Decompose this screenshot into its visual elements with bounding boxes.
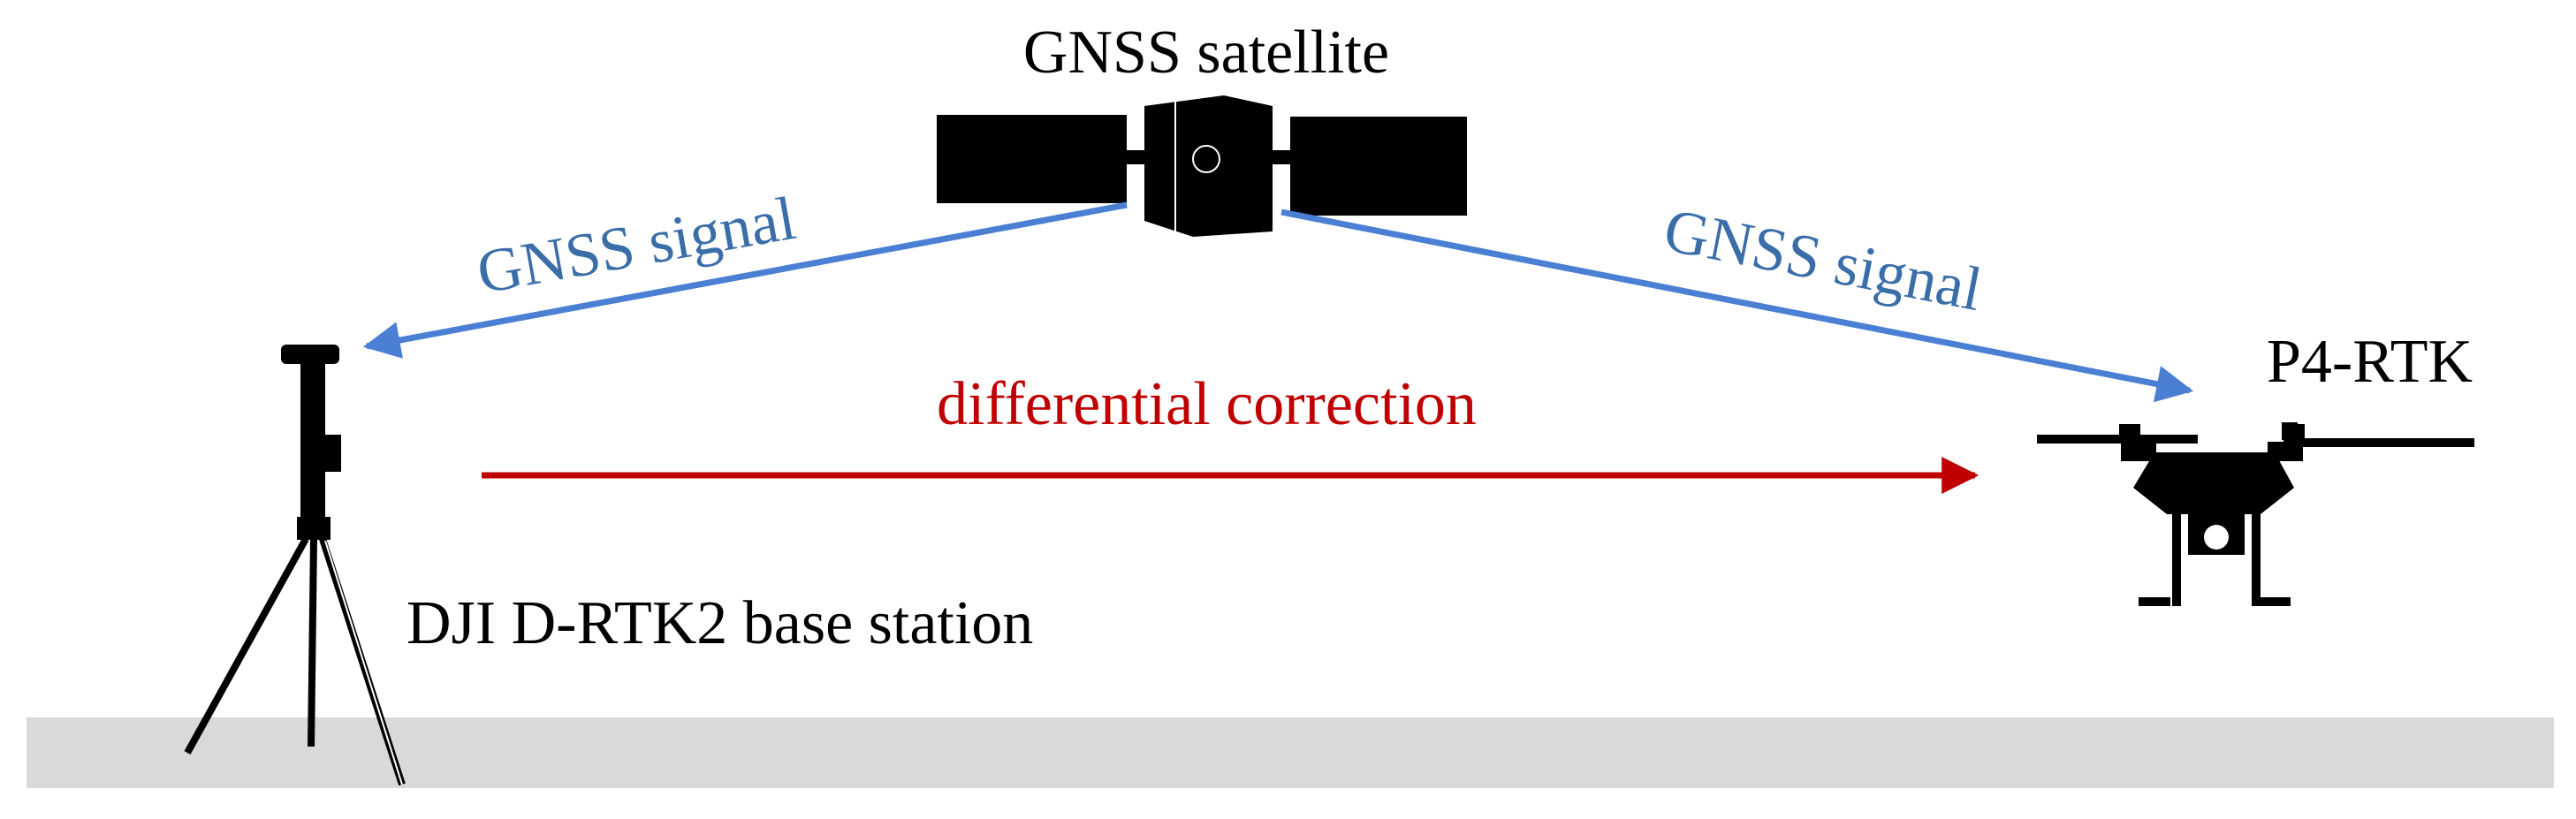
drone-label: P4-RTK	[2267, 328, 2473, 396]
satellite-label: GNSS satellite	[1023, 19, 1389, 87]
gnss-signal-label-left: GNSS signal	[472, 185, 801, 307]
gnss-signal-arrow-left	[362, 201, 1128, 359]
base-station-label: DJI D-RTK2 base station	[407, 589, 1033, 657]
drone-icon	[2037, 422, 2474, 606]
gnss-signal-label-right: GNSS signal	[1659, 196, 1987, 324]
gnss-signal-arrow-right	[1280, 209, 2194, 403]
tripod-base-station-icon	[184, 345, 406, 786]
differential-correction-label: differential correction	[937, 370, 1477, 438]
ground	[27, 717, 2554, 788]
satellite-icon	[937, 95, 1467, 237]
